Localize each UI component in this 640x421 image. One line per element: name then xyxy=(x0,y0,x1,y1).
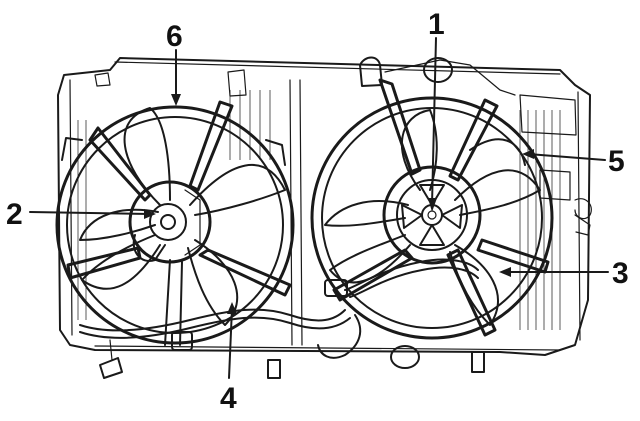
arrowhead-3 xyxy=(499,267,511,277)
callout-3: 3 xyxy=(612,257,629,290)
callout-5: 5 xyxy=(608,145,625,178)
bottom-fittings xyxy=(99,339,485,379)
right-fan-shroud xyxy=(310,96,554,340)
leader-line-2 xyxy=(29,211,151,215)
callout-6: 6 xyxy=(166,20,183,53)
arrowhead-5 xyxy=(522,149,534,159)
arrowhead-4 xyxy=(227,302,237,314)
right-fan-blades xyxy=(324,109,541,326)
leader-line-5 xyxy=(527,153,606,161)
callout-1: 1 xyxy=(428,8,445,41)
wiring-harness xyxy=(79,258,479,359)
left-fan-blades xyxy=(79,107,286,326)
arrowhead-6 xyxy=(171,94,181,106)
callout-4: 4 xyxy=(220,382,237,415)
leader-lines xyxy=(29,37,609,379)
callout-2: 2 xyxy=(6,198,23,231)
leader-line-4 xyxy=(228,307,233,379)
left-fan-brackets xyxy=(66,100,292,346)
arrowhead-2 xyxy=(144,209,156,219)
arrowhead-1 xyxy=(428,198,437,212)
callout-labels: 1 2 3 4 5 6 xyxy=(6,8,629,415)
radiator-frame xyxy=(57,57,592,356)
leader-line-1 xyxy=(431,37,437,206)
